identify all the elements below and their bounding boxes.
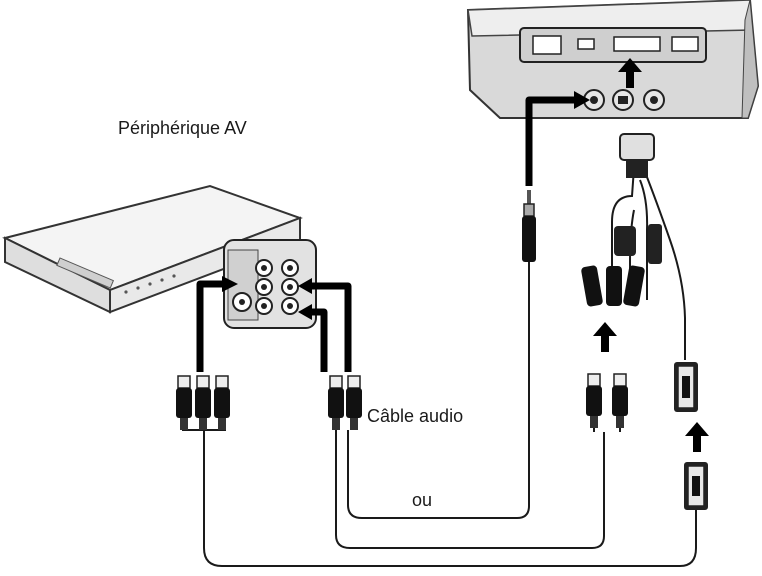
audio-cable-jack: [347, 260, 530, 519]
av-device-buttons: [124, 274, 176, 294]
mini-usb-port-icon: [577, 38, 595, 50]
black-arrow-icon: [196, 280, 222, 372]
black-arrow-icon: [525, 96, 574, 186]
rca-plug-icon: [612, 373, 628, 428]
av-device-label: Périphérique AV: [118, 118, 247, 138]
rca-plug-icon: [586, 373, 602, 428]
black-arrow-icon: [298, 278, 312, 294]
projector: [466, 0, 760, 119]
component-cable: [203, 430, 697, 567]
vga-plug-icon: [684, 462, 708, 510]
audio-rca-plugs-projector: [586, 373, 628, 428]
cables: [182, 139, 697, 567]
up-arrows: [593, 58, 709, 452]
component-rca-plugs: [176, 375, 230, 430]
audio-cable-rca: [335, 430, 605, 549]
audio-cable-label: Câble audio: [367, 406, 464, 426]
black-arrow-icon: [593, 322, 617, 352]
rca-plug-icon: [176, 375, 192, 430]
mini-jack-plug-icon: [522, 190, 536, 262]
projector-top-panel: [519, 27, 707, 63]
black-arrow-icon: [685, 422, 709, 452]
hdmi-port-icon: [671, 36, 699, 52]
av-device: [2, 184, 317, 329]
rca-plug-icon: [214, 375, 230, 430]
black-arrow-icon: [618, 58, 642, 88]
vga-plug-icon: [674, 362, 698, 412]
component-breakout-connectors: [581, 224, 662, 307]
arrows: [196, 96, 574, 372]
black-arrow-icon: [298, 304, 312, 320]
usb-port-icon: [532, 35, 562, 55]
projector-cable-connector: [619, 133, 655, 178]
audio-rca-plugs-device: [328, 375, 362, 430]
black-arrow-icon: [574, 91, 590, 109]
rca-plug-icon: [328, 375, 344, 430]
dock-port-icon: [613, 36, 661, 52]
rca-plug-icon: [346, 375, 362, 430]
black-arrow-icon: [312, 282, 352, 372]
projector-bottom-jacks: [583, 89, 665, 111]
arrowheads: [222, 91, 590, 320]
black-arrow-icon: [222, 276, 238, 292]
or-label: ou: [412, 490, 433, 510]
black-arrow-icon: [312, 308, 328, 372]
rca-plug-icon: [195, 375, 211, 430]
